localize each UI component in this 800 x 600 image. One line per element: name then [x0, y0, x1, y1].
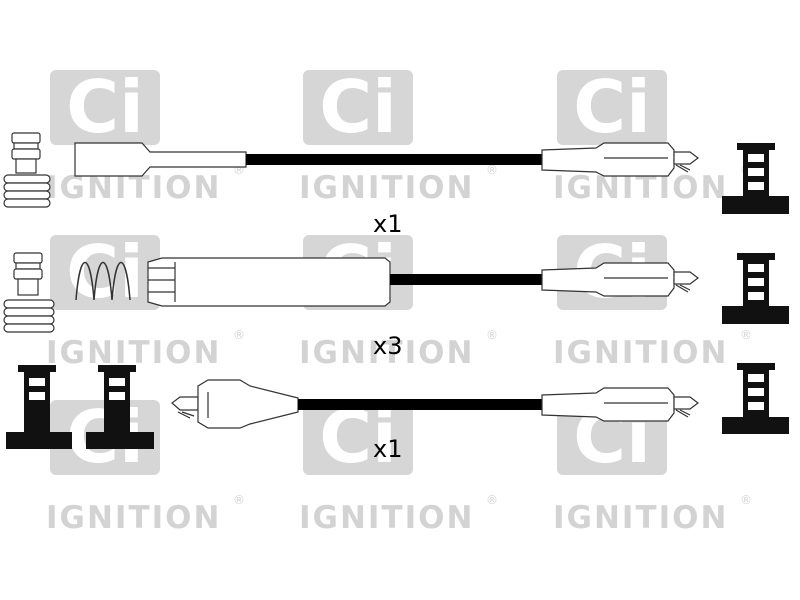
- terminal-clip: [171, 396, 199, 411]
- lead-row-1: [3, 132, 789, 214]
- watermark-logo-letters: Ci: [319, 65, 397, 149]
- distributor-terminal-icon: [722, 363, 789, 434]
- watermark-trademark: ®: [740, 328, 752, 342]
- coil-terminal-icon: [6, 365, 72, 449]
- terminal-clip: [673, 396, 699, 410]
- terminal-slot: [748, 388, 764, 396]
- terminal-slot: [109, 378, 125, 386]
- terminal-clip: [673, 271, 699, 285]
- cable: [246, 154, 542, 165]
- watermark-brand-text: IGNITION: [299, 500, 474, 536]
- terminal-slot: [748, 278, 764, 286]
- distributor-connector: [541, 262, 675, 297]
- watermark-tile: Ci IGNITION ®: [299, 65, 498, 206]
- watermark-logo-block: [303, 70, 413, 145]
- quantity-label-row3: x1: [373, 435, 402, 463]
- watermark-trademark: ®: [233, 493, 245, 507]
- watermark-tile: Ci IGNITION ®: [553, 395, 752, 536]
- watermark-brand-text: IGNITION: [553, 500, 728, 536]
- watermark-logo-letters: Ci: [573, 65, 651, 149]
- terminal-slot: [748, 168, 764, 176]
- watermark-logo-letters: Ci: [66, 230, 144, 314]
- terminal-clip: [673, 151, 699, 165]
- watermark-trademark: ®: [233, 328, 245, 342]
- terminal-slot: [748, 402, 764, 410]
- distributor-connector: [541, 142, 675, 177]
- spring-icon: [75, 262, 131, 301]
- watermark-trademark: ®: [486, 493, 498, 507]
- terminal-slot: [109, 392, 125, 400]
- watermark-brand-text: IGNITION: [46, 500, 221, 536]
- coil-connector: [197, 379, 299, 429]
- quantity-label-row1: x1: [373, 210, 402, 238]
- terminal-slot: [29, 392, 45, 400]
- watermark-tile: Ci IGNITION ®: [553, 65, 752, 206]
- lead-row-2: [3, 252, 789, 333]
- distributor-terminal-icon: [722, 143, 789, 214]
- watermark-trademark: ®: [740, 493, 752, 507]
- cable: [298, 399, 542, 410]
- watermark-logo-letters: Ci: [66, 65, 144, 149]
- terminal-slot: [748, 292, 764, 300]
- terminal-slot: [29, 378, 45, 386]
- watermark-tile: Ci IGNITION ®: [553, 230, 752, 371]
- watermark-brand-text: IGNITION: [299, 170, 474, 206]
- distributor-connector: [541, 387, 675, 422]
- watermark-logo-block: [50, 70, 160, 145]
- terminal-slot: [748, 264, 764, 272]
- distributor-terminal-icon: [722, 253, 789, 324]
- watermark-logo-block: [557, 70, 667, 145]
- quantity-label-row2: x3: [373, 332, 402, 360]
- watermark-brand-text: IGNITION: [299, 335, 474, 371]
- terminal-slot: [748, 182, 764, 190]
- spark-plug-boot-icon: [3, 132, 51, 208]
- spark-plug-boot-icon: [3, 252, 55, 333]
- cable: [390, 274, 542, 285]
- suppressor-body: [147, 257, 391, 307]
- terminal-clip-detail: [675, 284, 691, 293]
- terminal-pin: [34, 410, 42, 432]
- watermark-tile: Ci IGNITION ®: [299, 395, 498, 536]
- coil-terminal-icon: [86, 365, 154, 449]
- terminal-clip-detail: [177, 411, 195, 419]
- watermark-brand-text: IGNITION: [553, 335, 728, 371]
- watermark-tile: Ci IGNITION ®: [46, 65, 245, 206]
- watermark-logo-block: [303, 400, 413, 475]
- watermark-trademark: ®: [486, 163, 498, 177]
- terminal-slot: [748, 154, 764, 162]
- terminal-clip-detail: [675, 409, 691, 418]
- terminal-slot: [748, 374, 764, 382]
- watermark-trademark: ®: [486, 328, 498, 342]
- suppressor-ribs: [148, 267, 175, 293]
- lead-row-3: [6, 363, 789, 449]
- straight-plug-connector: [74, 142, 247, 177]
- terminal-clip-detail: [675, 164, 691, 173]
